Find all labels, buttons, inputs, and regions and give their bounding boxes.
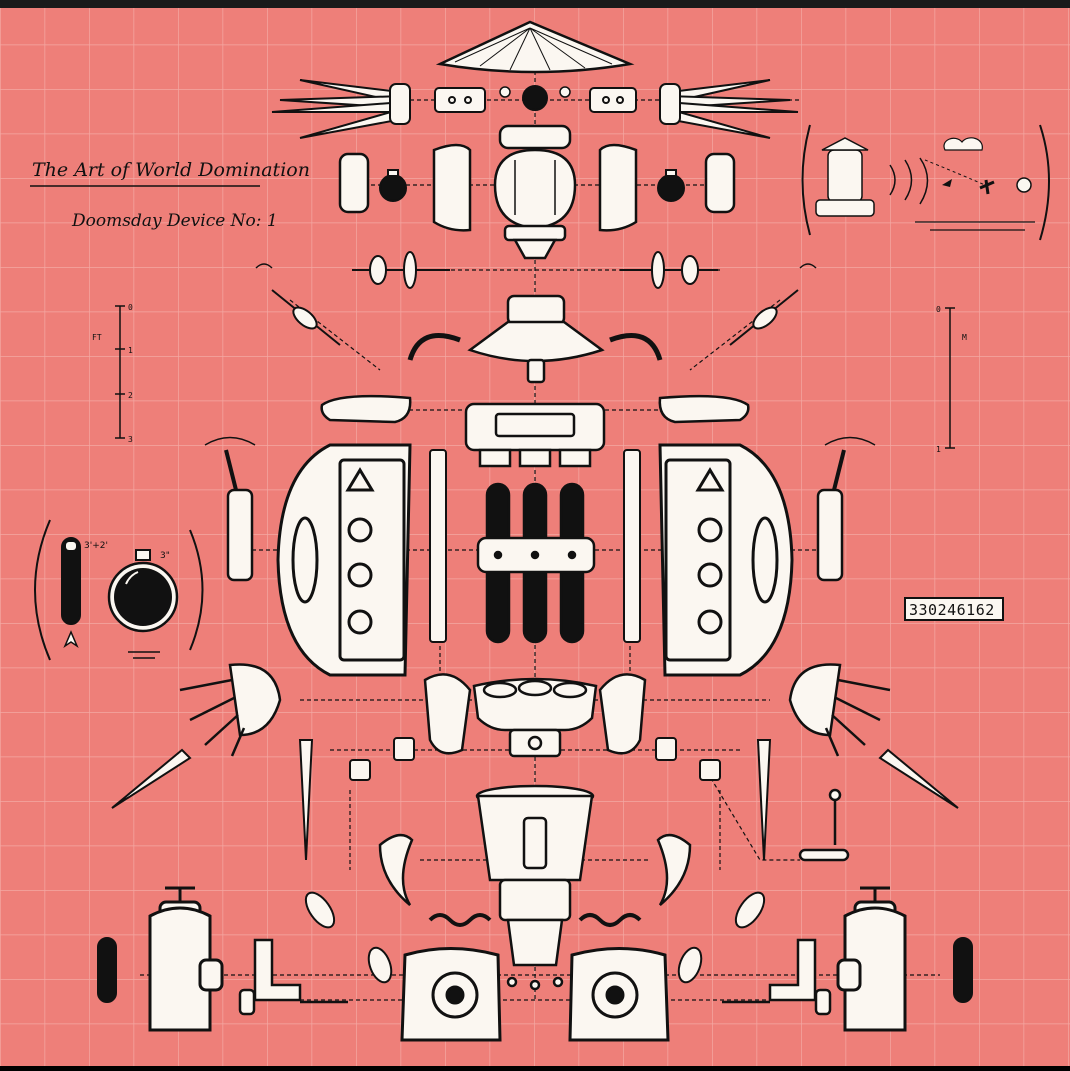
side-capsules [97,937,973,1003]
head-dome-part [493,124,577,260]
claw-hands [179,663,891,757]
base-pods [400,947,670,1042]
scale-ft [115,305,125,439]
clamp-parts [349,737,721,781]
arm-panels [224,449,846,582]
umbrella-cap-part [435,20,635,111]
sphere-note: 3" [160,551,170,561]
lance-spikes [111,739,959,861]
side-shields-top [338,143,736,232]
scale-ft-tick-2: 2 [128,391,133,400]
black-bulbs-top [379,169,685,202]
connector-plates-top [434,87,637,113]
horn-pieces [378,833,692,906]
shoulder-pods [320,394,750,424]
pelvis-block [472,677,598,758]
scale-m-tick-0: 0 [936,305,941,314]
scale-m [945,307,955,449]
pipes-and-screws [238,938,832,1016]
axle-rods [271,251,799,346]
spike-fan-right [659,79,799,139]
serial-number: 330246162 [909,601,995,619]
neck-cone-part [467,294,605,384]
scale-ft-tick-1: 1 [128,346,133,355]
tube-note: 3'+2' [84,541,108,551]
scale-m-tick-1: 1 [936,445,941,454]
left-inset-parentheses [34,519,204,661]
spike-fan-left [271,79,411,139]
chest-control-block [464,402,606,468]
hydrant-tank-left [148,886,907,1032]
black-sphere-part [107,549,179,659]
discs [304,891,766,984]
torso-shell-left [276,443,412,677]
poster-subtitle: Doomsday Device No: 1 [71,211,278,231]
tube-part [61,537,81,649]
scale-ft-unit: FT [92,333,102,342]
thigh-shells [423,673,647,755]
rotation-arrows [204,263,876,446]
scale-ft-tick-3: 3 [128,435,133,444]
vertical-rails [429,449,641,643]
poster-title: The Art of World Domination [32,159,310,181]
serial-tag-box [904,597,1004,621]
core-tubes [476,482,596,644]
scale-ft-tick-0: 0 [128,303,133,312]
curved-hoses [407,333,663,361]
lever-part [798,788,850,862]
mission-diagram-inset [801,124,1050,241]
lower-column [475,784,595,991]
top-border [0,0,1070,8]
coil-springs [428,913,642,927]
scale-m-unit: M [962,333,967,342]
torso-shell-right [658,443,794,677]
